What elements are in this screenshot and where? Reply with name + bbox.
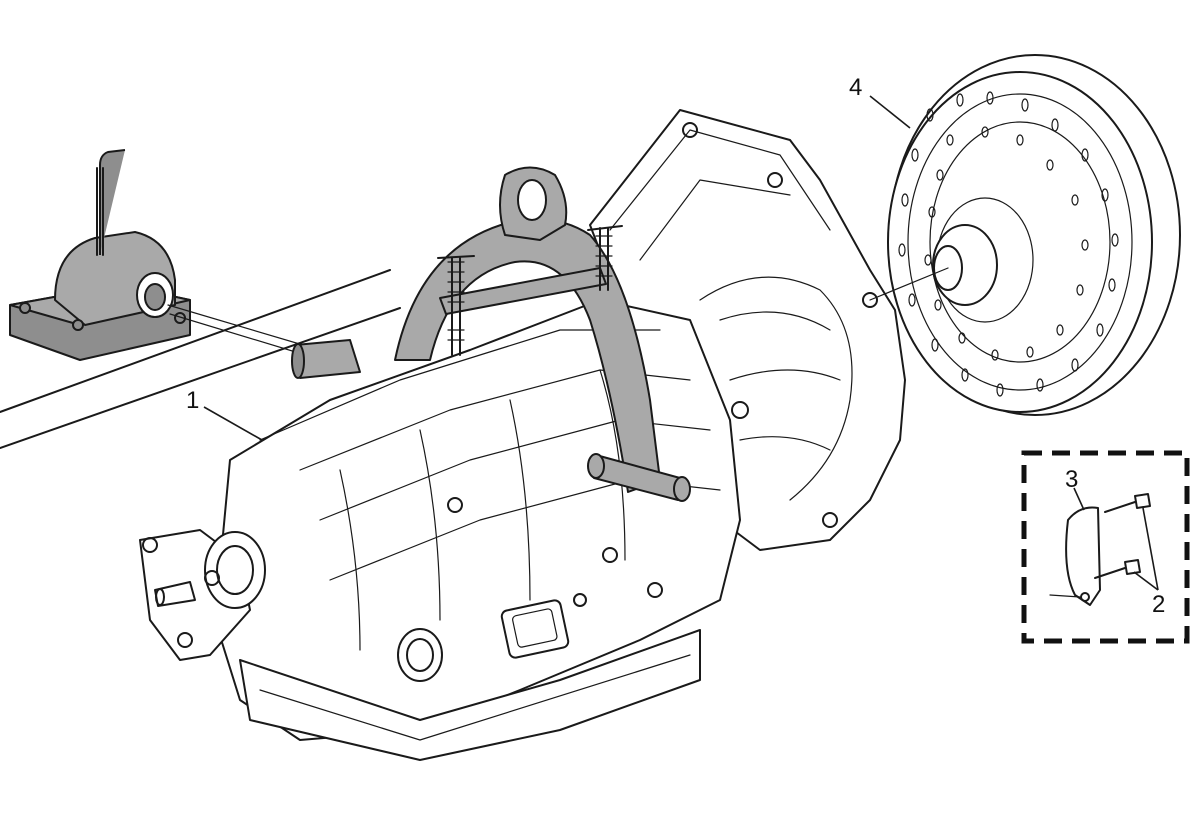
callout-3: 3: [1065, 466, 1078, 493]
inset-detail: [1021, 450, 1190, 644]
callout-4: 4: [849, 74, 862, 101]
bench-lines: [0, 269, 401, 449]
transmission-case: [214, 299, 741, 761]
callout-2: 2: [1152, 591, 1165, 618]
callout-leaders: [203, 95, 1159, 591]
output-flange: [139, 529, 266, 661]
callout-1: 1: [186, 387, 199, 414]
holding-fixture: [9, 149, 191, 361]
torque-converter: [887, 54, 1181, 416]
lifting-fixture: [394, 166, 691, 502]
adapter-shaft: [291, 339, 361, 379]
bell-housing: [589, 109, 906, 551]
